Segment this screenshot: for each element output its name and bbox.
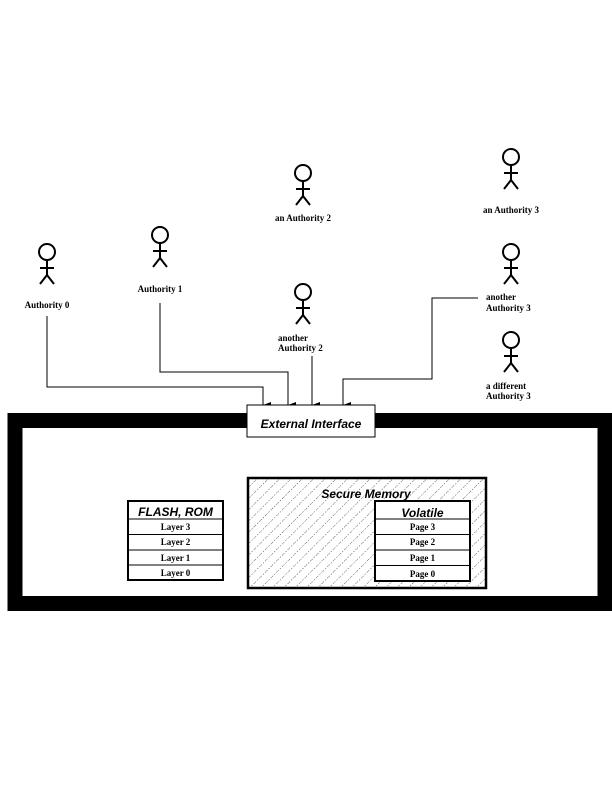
volatile-row: Page 1 bbox=[410, 553, 436, 563]
volatile-title: Volatile bbox=[401, 506, 444, 520]
connector-authority-1 bbox=[159, 303, 296, 408]
actor-label: Authority 1 bbox=[138, 284, 183, 294]
volatile-row: Page 3 bbox=[410, 522, 436, 532]
secure-memory-label: Secure Memory bbox=[321, 487, 412, 501]
connector-another-authority-3 bbox=[342, 297, 478, 408]
actor-an-authority-2-icon bbox=[294, 164, 312, 206]
actor-label: Authority 2 bbox=[278, 343, 323, 353]
connector-authority-0 bbox=[46, 316, 271, 408]
volatile-table: Volatile Page 3 Page 2 Page 1 Page 0 bbox=[374, 500, 471, 582]
external-interface-box bbox=[246, 404, 376, 438]
flash-row: Layer 2 bbox=[161, 537, 191, 547]
volatile-row: Page 0 bbox=[410, 569, 436, 579]
flash-rom-table: FLASH, ROM Layer 3 Layer 2 Layer 1 Layer… bbox=[127, 500, 224, 581]
flash-rom-title: FLASH, ROM bbox=[138, 505, 214, 519]
volatile-row: Page 2 bbox=[410, 537, 436, 547]
actor-authority-0-icon bbox=[38, 243, 56, 285]
actor-another-authority-2-icon bbox=[294, 283, 312, 325]
actor-another-authority-3-icon bbox=[502, 243, 520, 285]
actor-a-different-authority-3-icon bbox=[502, 331, 520, 373]
flash-row: Layer 0 bbox=[161, 568, 191, 578]
actor-authority-1-icon bbox=[151, 226, 169, 268]
actor-label: a different bbox=[486, 381, 526, 391]
actor-label: Authority 3 bbox=[486, 391, 531, 401]
actor-label: another bbox=[486, 292, 516, 302]
flash-row: Layer 3 bbox=[161, 522, 191, 532]
flash-row: Layer 1 bbox=[161, 553, 191, 563]
actor-label: an Authority 3 bbox=[483, 205, 540, 215]
actor-label: Authority 3 bbox=[486, 303, 531, 313]
actor-label: an Authority 2 bbox=[275, 213, 332, 223]
actor-label: Authority 0 bbox=[25, 300, 70, 310]
actor-an-authority-3-icon bbox=[502, 148, 520, 190]
external-interface-label: External Interface bbox=[261, 417, 362, 431]
actor-label: another bbox=[278, 333, 308, 343]
